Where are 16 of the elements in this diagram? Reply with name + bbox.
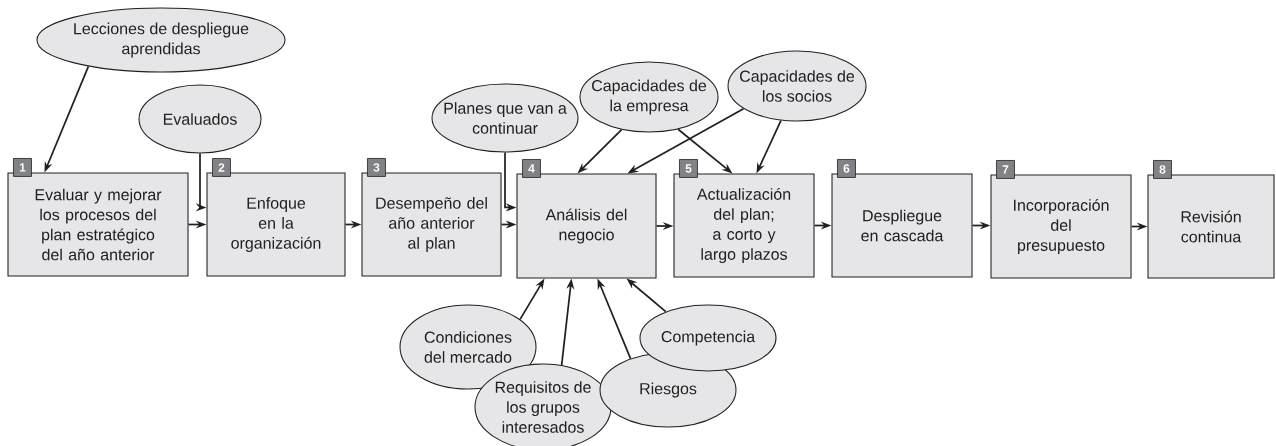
number-badge: 5 xyxy=(679,159,698,178)
process-box: Análisis del negocio xyxy=(516,173,657,279)
number-badge: 3 xyxy=(367,158,386,177)
process-box: Enfoque en la organización xyxy=(206,172,346,277)
process-box: Incorporación del presupuesto xyxy=(990,174,1132,279)
number-badge: 1 xyxy=(13,158,32,177)
number-badge: 2 xyxy=(212,158,231,177)
number-badge: 6 xyxy=(837,159,856,178)
process-box: Despliegue en cascada xyxy=(831,173,973,278)
number-badge: 8 xyxy=(1153,160,1172,179)
process-box: Desempeño del año anterior al plan xyxy=(361,172,502,277)
number-badge: 7 xyxy=(996,160,1015,179)
process-box: Revisión continua xyxy=(1147,174,1275,279)
process-box: Evaluar y mejorar los procesos del plan estratégico del año anterior xyxy=(7,172,189,277)
process-box: Actualización del plan; a corto y largo plazos xyxy=(673,173,815,278)
number-badge: 4 xyxy=(522,159,541,178)
